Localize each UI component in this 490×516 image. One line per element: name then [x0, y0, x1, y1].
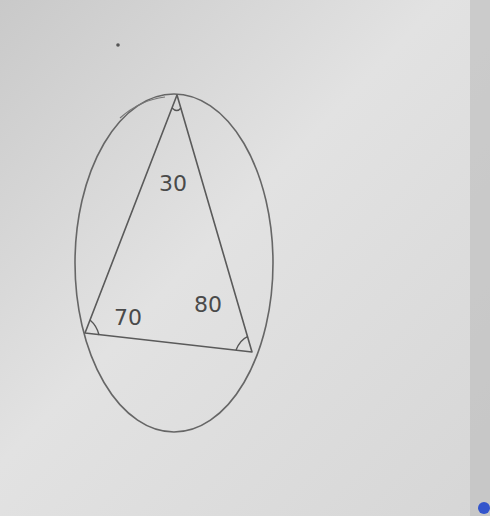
angle-arc: [236, 337, 248, 350]
pencil-mark: [116, 43, 120, 47]
blue-dot: [478, 502, 490, 514]
sketch-stroke: [120, 97, 165, 118]
angle-arc: [90, 320, 99, 335]
inscribed-triangle: [85, 95, 252, 352]
circle-outline: [75, 94, 273, 432]
angle-label: 80: [194, 293, 222, 317]
angle-label: 70: [114, 306, 142, 330]
paper-edge: [470, 0, 490, 516]
angle-label: 30: [159, 172, 187, 196]
angle-arc: [172, 108, 181, 111]
